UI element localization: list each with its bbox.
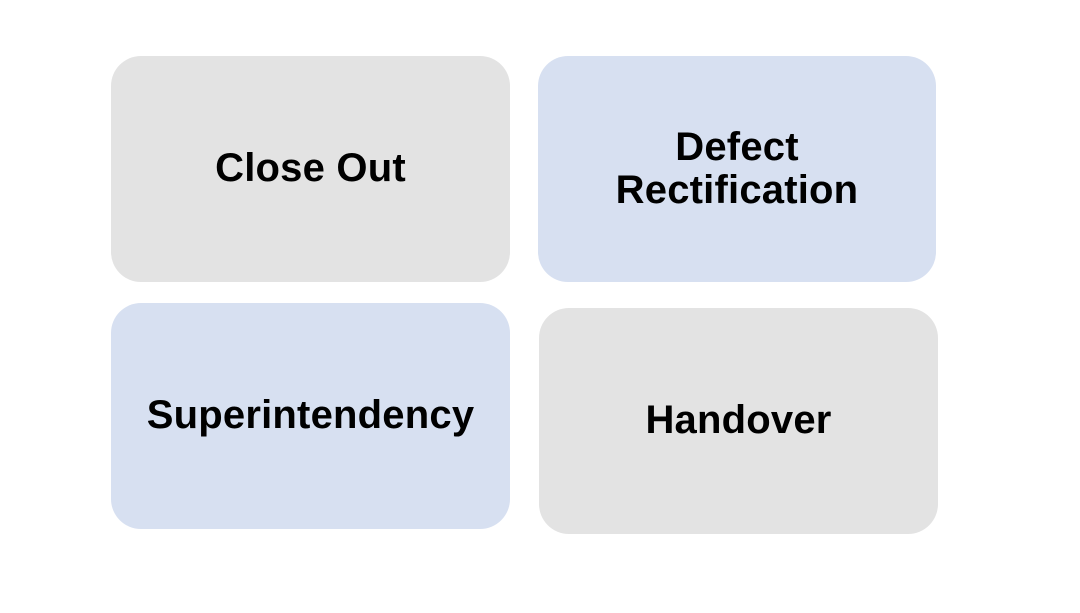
diagram-node-superintendency: Superintendency: [111, 303, 510, 529]
node-label-superintendency: Superintendency: [146, 393, 475, 438]
node-label-handover: Handover: [645, 398, 832, 443]
node-label-defect-rectification: Defect Rectification: [615, 124, 859, 212]
diagram-node-close-out: Close Out: [111, 56, 510, 282]
diagram-node-handover: Handover: [539, 308, 938, 534]
diagram-node-defect-rectification: Defect Rectification: [538, 56, 936, 282]
node-label-close-out: Close Out: [215, 146, 406, 191]
